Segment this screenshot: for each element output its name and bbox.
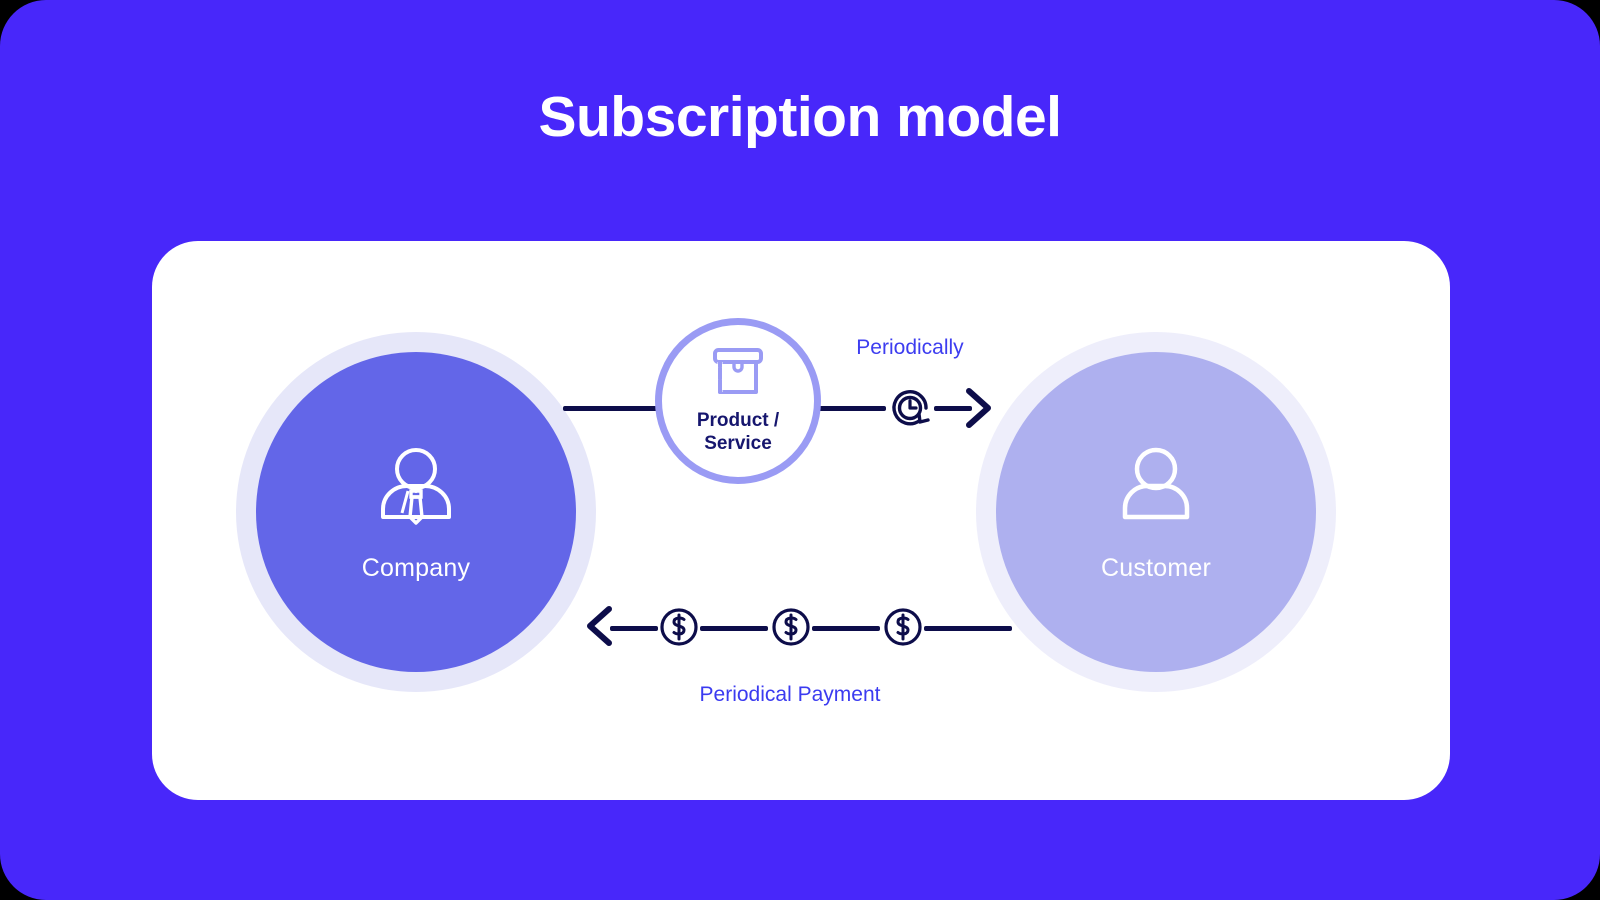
payment-line-a — [610, 626, 658, 631]
payment-flow-label: Periodical Payment — [699, 683, 881, 706]
payment-line-b — [700, 626, 768, 631]
product-service-node-label: Product / Service — [697, 410, 779, 455]
dollar-circle-icon — [882, 606, 924, 653]
delivery-arrow-tail — [934, 406, 972, 411]
delivery-line-right — [818, 406, 886, 411]
product-service-node[interactable]: Product / Service — [655, 318, 821, 484]
clock-refresh-icon — [886, 384, 934, 437]
company-node[interactable]: Company — [256, 352, 576, 672]
payment-line-d — [924, 626, 1012, 631]
payment-line-c — [812, 626, 880, 631]
arrow-left-icon — [582, 604, 616, 653]
delivery-line-left — [563, 406, 658, 411]
person-icon — [1110, 441, 1202, 538]
dollar-circle-icon — [770, 606, 812, 653]
businessman-tie-icon — [370, 441, 462, 538]
delivery-flow-label: Periodically — [856, 336, 964, 359]
product-service-label-line1: Product / — [696, 410, 780, 432]
page-title: Subscription model — [538, 85, 1062, 149]
customer-node-label: Customer — [1101, 554, 1211, 582]
company-node-label: Company — [361, 554, 471, 582]
customer-node[interactable]: Customer — [996, 352, 1316, 672]
arrow-right-icon — [962, 386, 996, 435]
package-box-icon — [710, 347, 766, 402]
product-service-label-line2: Service — [704, 432, 772, 454]
dollar-circle-icon — [658, 606, 700, 653]
